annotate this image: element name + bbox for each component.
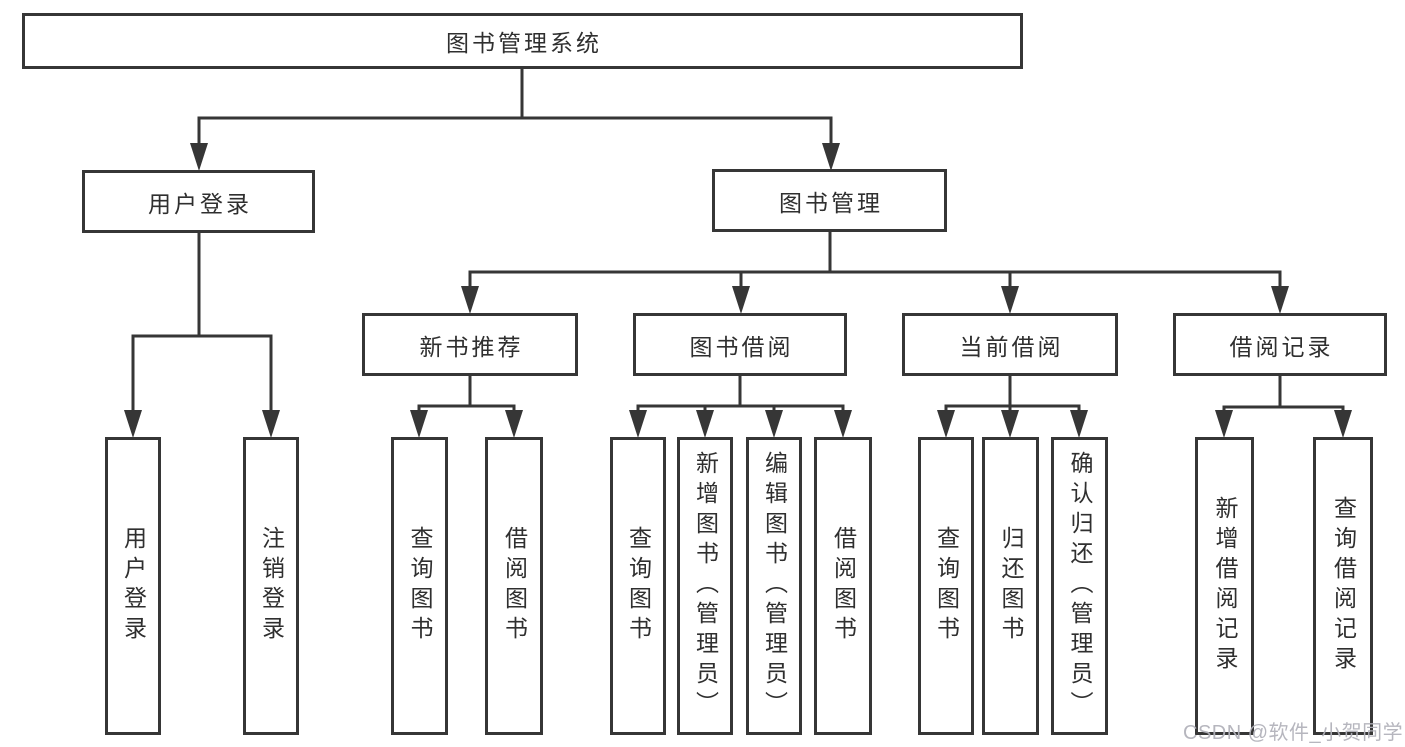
- leaf-return-books: 归还图书: [982, 437, 1039, 735]
- leaf-borrow-books-recommend: 借阅图书: [485, 437, 543, 735]
- node-label: 借阅图书: [830, 526, 857, 646]
- leaf-confirm-return-admin: 确认归还（管理员）: [1051, 437, 1108, 735]
- node-label: 归还图书: [998, 526, 1024, 646]
- node-label: 注销登录: [258, 526, 285, 646]
- node-book-borrowing: 图书借阅: [633, 313, 847, 376]
- leaf-add-borrow-record: 新增借阅记录: [1195, 437, 1254, 735]
- node-user-login: 用户登录: [82, 170, 315, 233]
- leaf-query-books-recommend: 查询图书: [391, 437, 448, 735]
- leaf-user-login: 用户登录: [105, 437, 161, 735]
- node-label: 新增借阅记录: [1212, 496, 1238, 676]
- node-library-management-system: 图书管理系统: [22, 13, 1023, 69]
- node-label: 当前借阅: [959, 333, 1064, 360]
- node-new-book-recommendation: 新书推荐: [362, 313, 578, 376]
- node-label: 新书推荐: [419, 333, 524, 360]
- node-label: 用户登录: [120, 526, 147, 646]
- node-label: 查询图书: [625, 526, 652, 646]
- leaf-query-borrow-record: 查询借阅记录: [1313, 437, 1373, 735]
- node-label: 借阅图书: [501, 526, 528, 646]
- node-label: 新增图书（管理员）: [692, 451, 719, 721]
- node-label: 查询借阅记录: [1330, 496, 1357, 676]
- node-label: 借阅记录: [1229, 333, 1334, 360]
- leaf-add-books-admin: 新增图书（管理员）: [677, 437, 733, 735]
- leaf-query-books-borrowing: 查询图书: [610, 437, 666, 735]
- node-borrowing-records: 借阅记录: [1173, 313, 1387, 376]
- node-label: 用户登录: [148, 190, 252, 217]
- leaf-borrow-books: 借阅图书: [814, 437, 872, 735]
- node-book-management: 图书管理: [712, 169, 947, 232]
- node-current-borrowing: 当前借阅: [902, 313, 1118, 376]
- leaf-logout: 注销登录: [243, 437, 299, 735]
- node-label: 查询图书: [933, 526, 960, 646]
- leaf-query-books-current: 查询图书: [918, 437, 974, 735]
- arrowheads: [124, 143, 1352, 438]
- node-label: 确认归还（管理员）: [1067, 451, 1093, 721]
- node-label: 编辑图书（管理员）: [761, 451, 788, 721]
- node-label: 图书管理: [779, 189, 883, 216]
- node-label: 图书管理系统: [446, 30, 602, 56]
- node-label: 查询图书: [407, 526, 433, 646]
- node-label: 图书借阅: [689, 333, 794, 360]
- leaf-edit-books-admin: 编辑图书（管理员）: [746, 437, 802, 735]
- csdn-watermark: CSDN @软件_小贺同学: [1183, 722, 1404, 744]
